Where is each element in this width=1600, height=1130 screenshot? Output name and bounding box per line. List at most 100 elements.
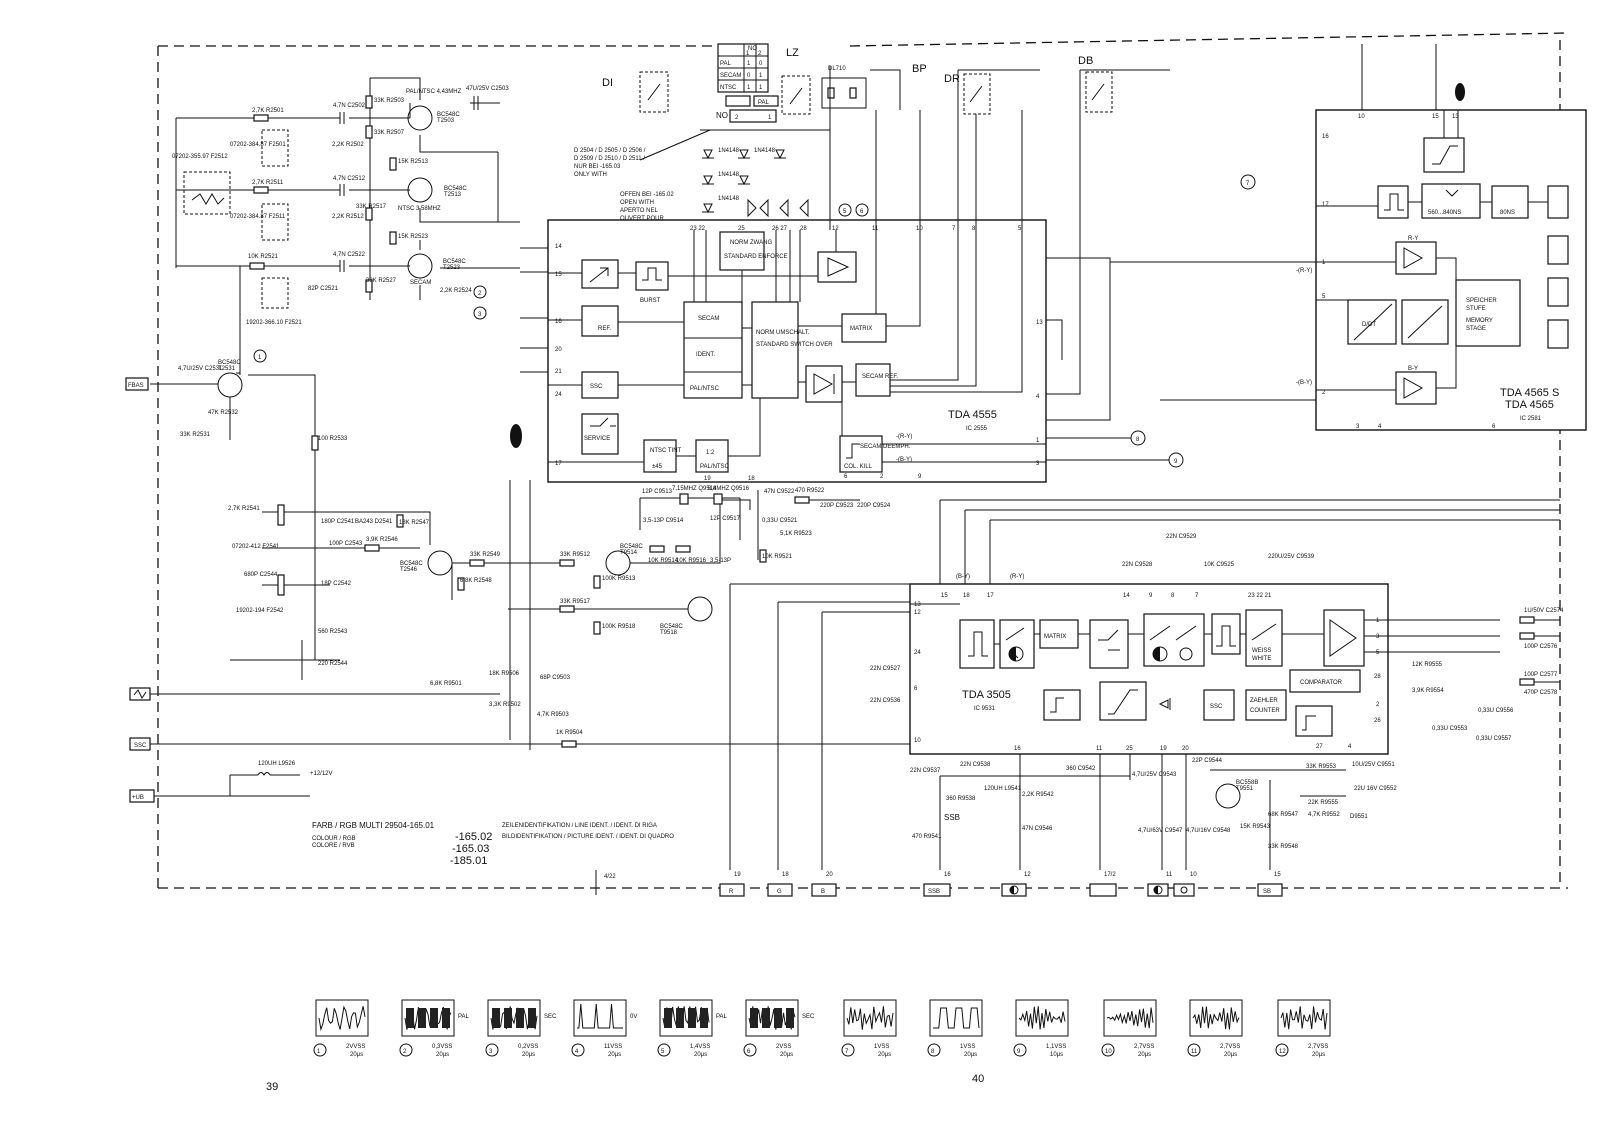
svg-text:18K R2547: 18K R2547 bbox=[399, 520, 430, 526]
svg-text:-(B-Y): -(B-Y) bbox=[896, 457, 912, 463]
scope-burst-block bbox=[406, 1008, 414, 1028]
svg-text:ZAEHLER: ZAEHLER bbox=[1250, 698, 1278, 704]
svg-text:4: 4 bbox=[1348, 744, 1352, 750]
svg-text:-185.01: -185.01 bbox=[450, 855, 487, 867]
svg-text:13: 13 bbox=[914, 602, 921, 608]
scope-timebase: 20µs bbox=[436, 1052, 449, 1058]
svg-text:220P C9523: 220P C9523 bbox=[820, 503, 854, 509]
svg-text:COUNTER: COUNTER bbox=[1250, 708, 1280, 714]
svg-text:REF.: REF. bbox=[598, 326, 611, 332]
svg-text:28: 28 bbox=[800, 226, 807, 232]
svg-text:T9514: T9514 bbox=[620, 550, 638, 556]
svg-text:2,7K R2511: 2,7K R2511 bbox=[252, 180, 284, 186]
svg-text:17: 17 bbox=[987, 593, 994, 599]
svg-text:22N C9538: 22N C9538 bbox=[960, 762, 991, 768]
t2513-type: BC548C bbox=[444, 186, 467, 192]
scope-burst-block bbox=[750, 1008, 758, 1028]
svg-text:7: 7 bbox=[1246, 181, 1250, 187]
svg-text:17/2: 17/2 bbox=[1104, 872, 1116, 878]
svg-text:18: 18 bbox=[782, 872, 789, 878]
svg-text:5: 5 bbox=[1018, 226, 1022, 232]
svg-text:4/22: 4/22 bbox=[604, 874, 616, 880]
scope-id-circle bbox=[1013, 1043, 1027, 1057]
svg-text:BC558B: BC558B bbox=[1236, 780, 1258, 786]
svg-text:6: 6 bbox=[914, 686, 918, 692]
svg-text:12K R9555: 12K R9555 bbox=[1412, 662, 1443, 668]
svg-text:2,7K R2501: 2,7K R2501 bbox=[252, 108, 284, 114]
scope-mode: PAL bbox=[458, 1014, 470, 1020]
svg-text:10K R9516: 10K R9516 bbox=[676, 558, 707, 564]
scope-id: 3 bbox=[489, 1049, 493, 1055]
svg-text:3,3K R9502: 3,3K R9502 bbox=[489, 702, 521, 708]
svg-text:14: 14 bbox=[1123, 593, 1130, 599]
g-connector-label: G bbox=[777, 889, 782, 895]
scope-timebase: 20µs bbox=[608, 1052, 621, 1058]
svg-text:8: 8 bbox=[1136, 437, 1140, 443]
svg-text:D 2504 / D 2505 / D 2506 /: D 2504 / D 2505 / D 2506 / bbox=[574, 148, 646, 154]
title-line: FARB / RGB MULTI 29504-165.01 bbox=[312, 821, 435, 830]
page-number-left: 39 bbox=[266, 1081, 278, 1093]
svg-text:PAL/NTSC: PAL/NTSC bbox=[690, 386, 720, 392]
svg-text:180P C2541: 180P C2541 bbox=[321, 519, 355, 525]
scope-timebase: 10µs bbox=[1050, 1052, 1063, 1058]
svg-text:1: 1 bbox=[1376, 618, 1380, 624]
svg-text:20: 20 bbox=[1182, 746, 1189, 752]
t2531-ref: T2531 bbox=[218, 366, 236, 372]
svg-text:4,7U/25V C2531: 4,7U/25V C2531 bbox=[178, 366, 223, 372]
svg-text:220P C9524: 220P C9524 bbox=[857, 503, 891, 509]
svg-text:1: 1 bbox=[1036, 438, 1040, 444]
svg-text:6: 6 bbox=[844, 474, 848, 480]
svg-text:4,7N C2502: 4,7N C2502 bbox=[333, 103, 366, 109]
svg-text:17: 17 bbox=[1322, 202, 1329, 208]
norm-table: NO 1 2 PAL 1 0 SECAM 0 1 NTSC 1 1 NO 2 1… bbox=[716, 43, 779, 123]
scope-amplitude: 0,3VSS bbox=[432, 1044, 452, 1050]
svg-text:BC548C: BC548C bbox=[660, 624, 683, 630]
svg-text:24: 24 bbox=[914, 650, 921, 656]
svg-text:560...840NS: 560...840NS bbox=[1428, 210, 1461, 216]
svg-text:12: 12 bbox=[832, 226, 839, 232]
b-connector-label: B bbox=[821, 889, 825, 895]
svg-text:12: 12 bbox=[1024, 872, 1031, 878]
svg-text:33K R2503: 33K R2503 bbox=[374, 98, 405, 104]
svg-text:2,2K R2512: 2,2K R2512 bbox=[332, 214, 364, 220]
svg-text:4,7K R9503: 4,7K R9503 bbox=[537, 712, 569, 718]
svg-text:BC548C: BC548C bbox=[620, 544, 643, 550]
scope-id-circle bbox=[927, 1043, 941, 1057]
svg-text:1N4148: 1N4148 bbox=[754, 148, 776, 154]
svg-text:23 22: 23 22 bbox=[690, 226, 706, 232]
svg-text:47U/25V C2503: 47U/25V C2503 bbox=[466, 86, 509, 92]
svg-text:07202-384.87 F2501: 07202-384.87 F2501 bbox=[230, 142, 286, 148]
svg-text:33K R2507: 33K R2507 bbox=[374, 130, 405, 136]
svg-text:SECAM DEEMPH.: SECAM DEEMPH. bbox=[860, 444, 911, 450]
svg-text:SSC: SSC bbox=[590, 384, 603, 390]
svg-text:16: 16 bbox=[1322, 134, 1329, 140]
scope-id-circle bbox=[571, 1043, 585, 1057]
svg-text:22N C9527: 22N C9527 bbox=[870, 666, 901, 672]
svg-text:4,7N C2512: 4,7N C2512 bbox=[333, 176, 366, 182]
svg-text:15K R2513: 15K R2513 bbox=[398, 159, 429, 165]
svg-text:ONLY WITH: ONLY WITH bbox=[574, 172, 607, 178]
svg-text:6: 6 bbox=[1492, 424, 1496, 430]
svg-text:10K R9514: 10K R9514 bbox=[648, 558, 679, 564]
svg-text:15: 15 bbox=[941, 593, 948, 599]
svg-text:2: 2 bbox=[880, 474, 884, 480]
t2513-note: NTSC 3,58MHZ bbox=[398, 206, 441, 212]
tda4555-ref: IC 2555 bbox=[966, 426, 988, 432]
svg-text:47K R2532: 47K R2532 bbox=[208, 410, 239, 416]
left-connectors: SSC +UB 120UH L9526 +12/12V bbox=[129, 687, 920, 803]
svg-text:100 R2533: 100 R2533 bbox=[318, 436, 348, 442]
scope-burst-block bbox=[786, 1008, 794, 1028]
sb-connector-label: SB bbox=[1263, 889, 1271, 895]
svg-text:COL. KILL: COL. KILL bbox=[844, 464, 873, 470]
svg-text:D9551: D9551 bbox=[1350, 814, 1368, 820]
svg-text:22N C9537: 22N C9537 bbox=[910, 768, 941, 774]
scope-burst-block bbox=[774, 1008, 782, 1028]
svg-text:360 C9542: 360 C9542 bbox=[1066, 766, 1096, 772]
scope-id-circle bbox=[743, 1043, 757, 1057]
svg-text:22N C9529: 22N C9529 bbox=[1166, 534, 1197, 540]
svg-text:MATRIX: MATRIX bbox=[850, 326, 872, 332]
svg-text:1K R9504: 1K R9504 bbox=[556, 730, 583, 736]
